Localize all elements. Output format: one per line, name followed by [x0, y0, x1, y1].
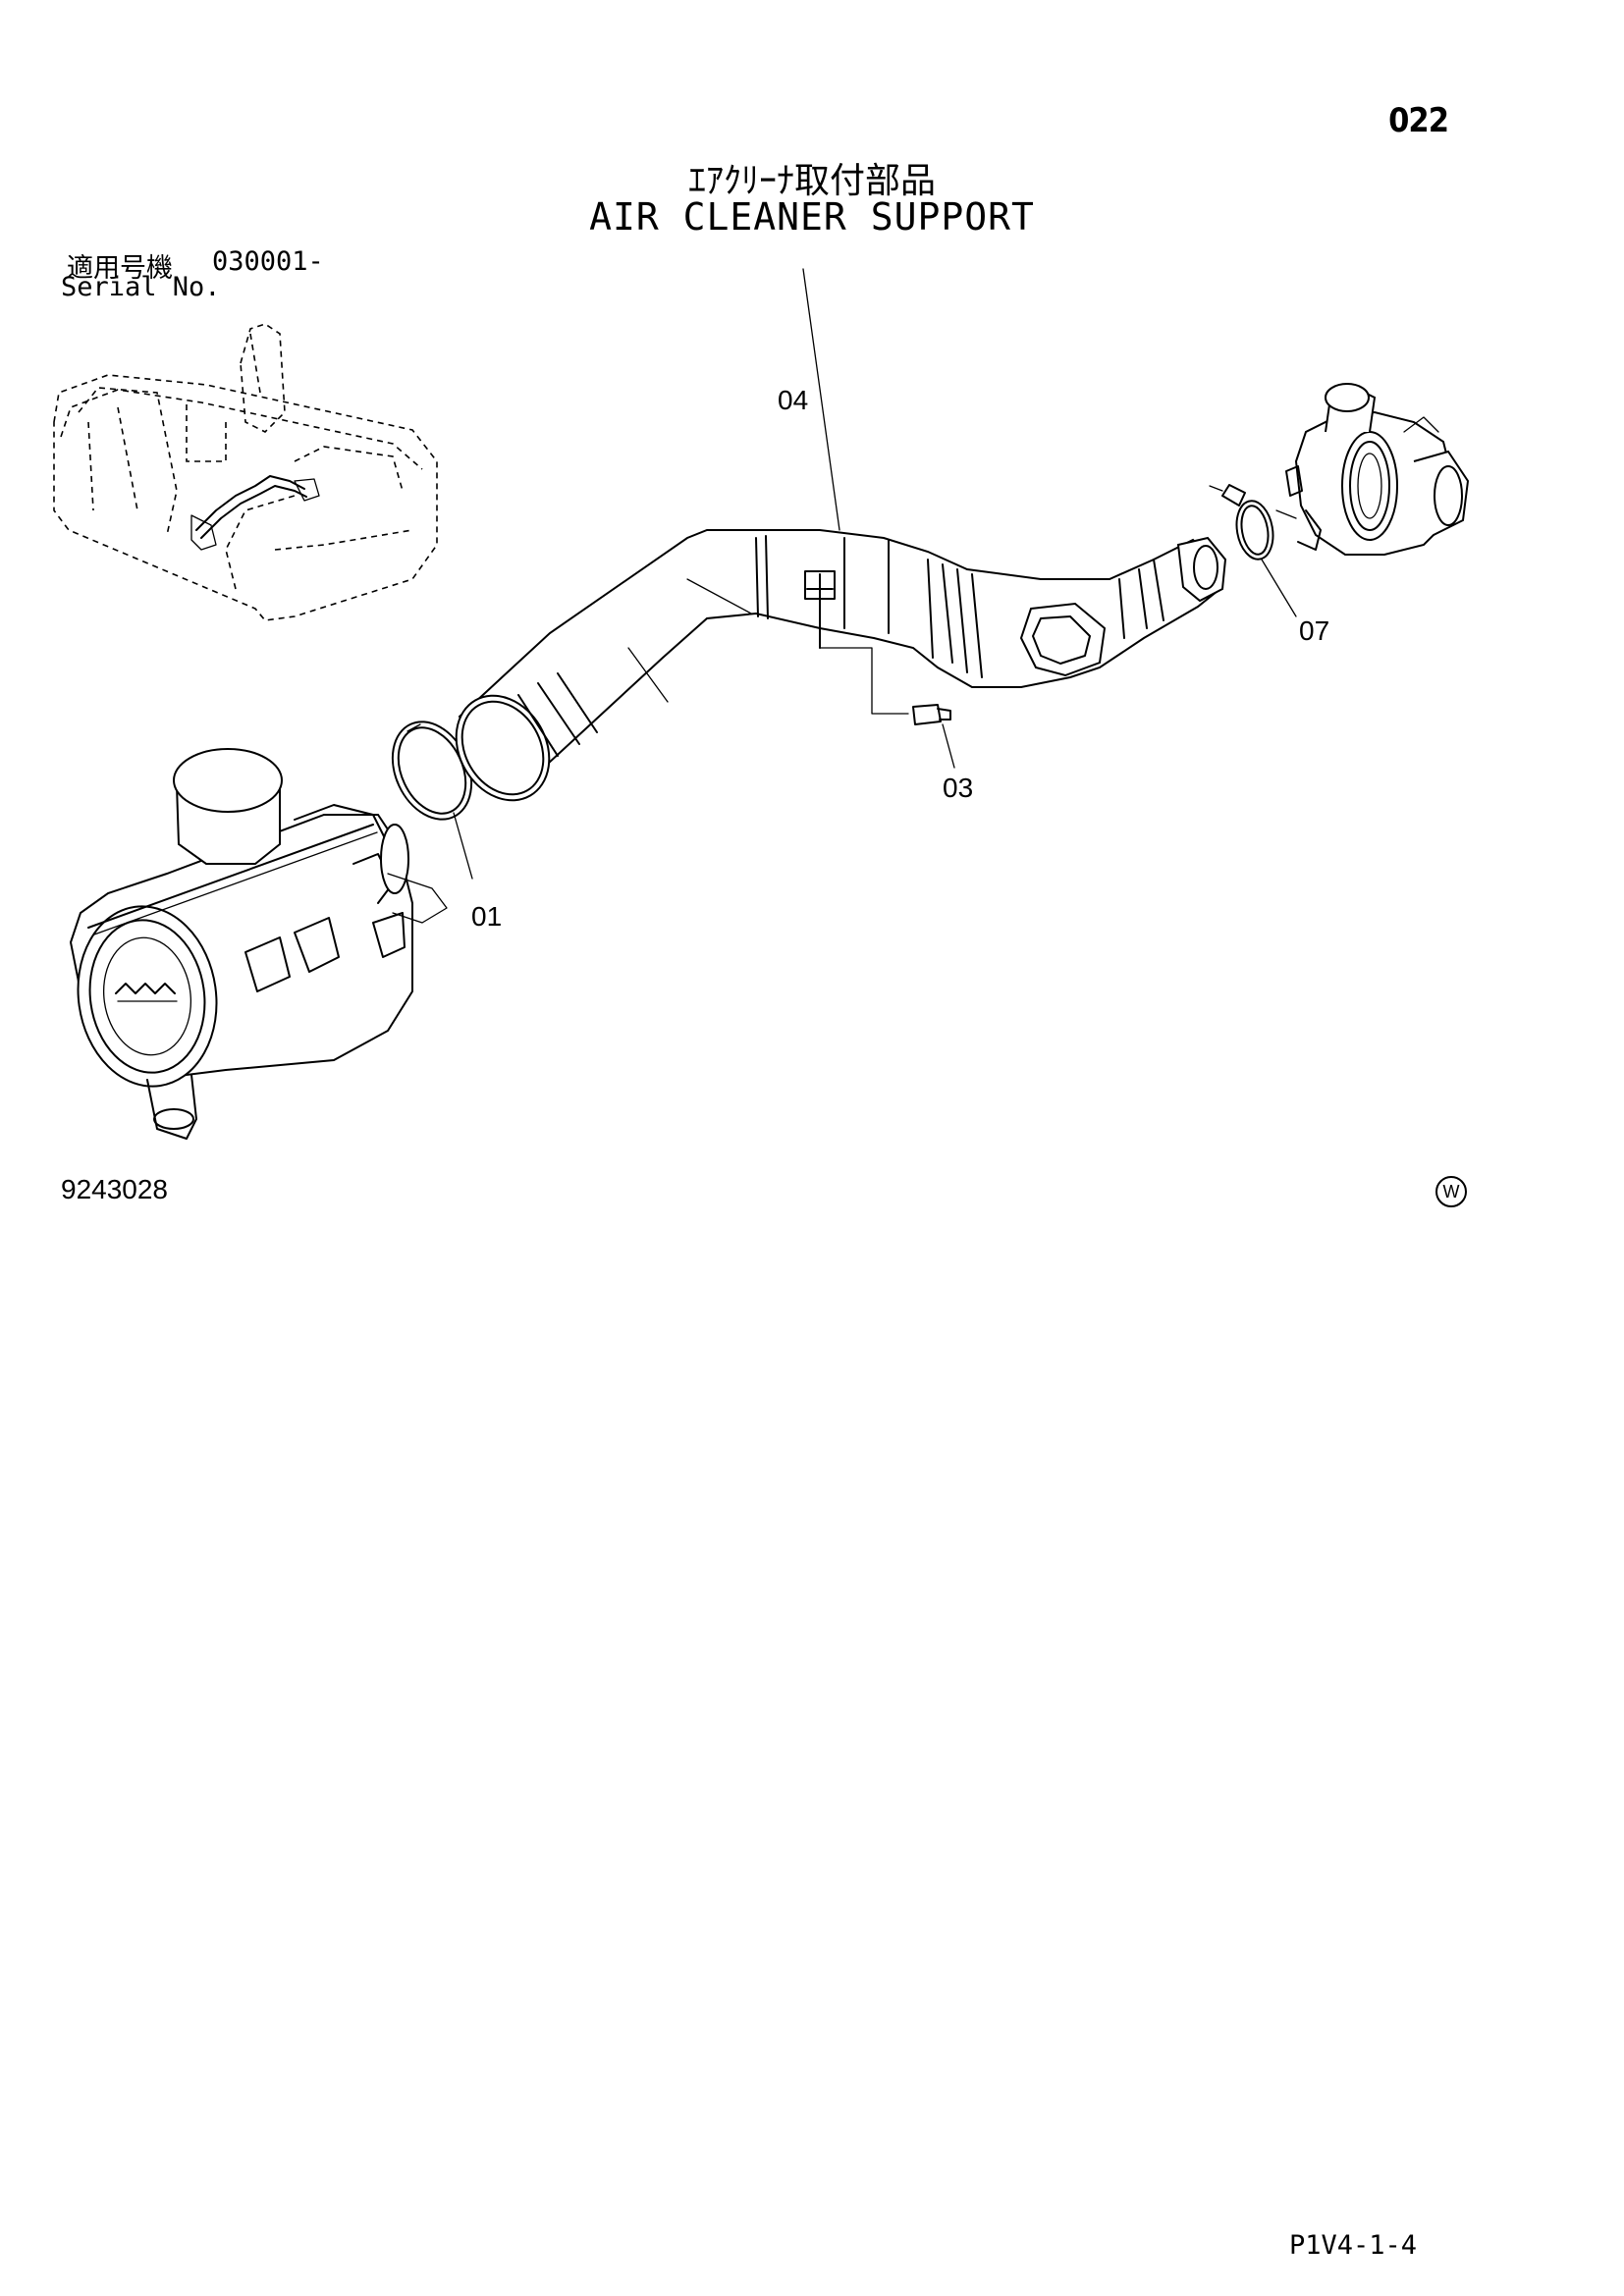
page-code: P1V4-1-4: [1289, 2230, 1418, 2261]
w-circle-mark: W: [1435, 1176, 1467, 1207]
figure-number: 9243028: [61, 1174, 169, 1204]
excavator-overview-illustration: [53, 323, 438, 621]
bolt-part-03: [819, 647, 955, 769]
callout-part-03: 03: [943, 773, 974, 803]
parts-diagram: [53, 268, 1470, 1140]
serial-range: 030001-: [212, 246, 324, 277]
callout-part-01: 01: [471, 901, 503, 932]
turbocharger-illustration: [1275, 383, 1470, 556]
serial-label-english: Serial No.: [61, 272, 221, 302]
callout-part-04: 04: [778, 385, 809, 415]
page-number: 022: [1388, 101, 1449, 140]
serial-label-japanese: 適用号機: [67, 253, 173, 284]
callout-part-07: 07: [1299, 615, 1330, 646]
clamp-part-07: [1209, 484, 1297, 617]
page-title-english: AIR CLEANER SUPPORT: [589, 195, 1035, 239]
air-cleaner-illustration: [69, 748, 448, 1140]
intake-hose-part-04: [455, 268, 1227, 802]
page-title-japanese: ｴｱｸﾘｰﾅ取付部品: [687, 161, 936, 201]
